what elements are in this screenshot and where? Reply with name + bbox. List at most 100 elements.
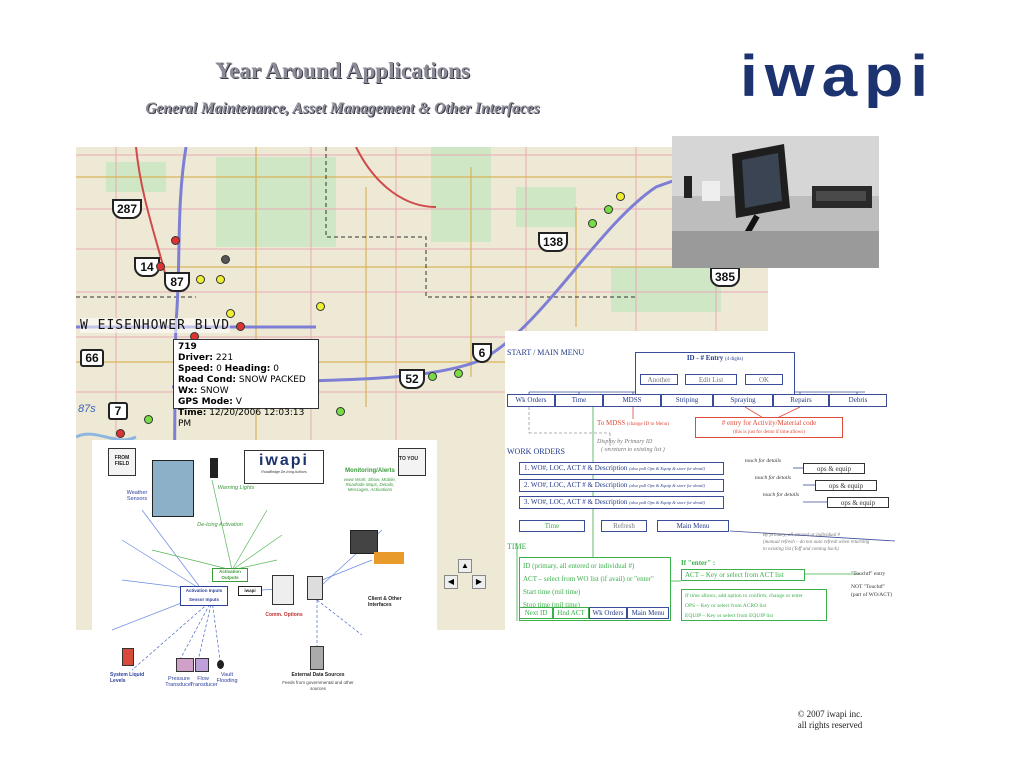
work-orders-heading: WORK ORDERS <box>507 447 566 456</box>
vehicle-marker[interactable] <box>221 255 230 264</box>
tab-wk-orders[interactable]: Wk Orders <box>589 607 627 619</box>
vehicle-marker[interactable] <box>196 275 205 284</box>
activity-code-label: # entry for Activity/Material code <box>721 419 817 427</box>
menu-mdss[interactable]: MDSS <box>603 394 661 407</box>
route-shield-87: 87 <box>164 272 190 292</box>
vehicle-marker[interactable] <box>588 219 597 228</box>
ops-equip-entry-box: If time allows, add option to confirm, c… <box>681 589 827 621</box>
ops-equip-box-1[interactable]: ops & equip <box>803 463 865 474</box>
time-heading: TIME <box>507 542 527 551</box>
copyright-line-1: © 2007 iwapi inc. <box>797 709 863 719</box>
work-order-row-1[interactable]: 1. WO#, LOC, ACT # & Description (also p… <box>519 462 724 475</box>
company-logo: iwapi <box>740 42 936 110</box>
workstation-icon <box>350 530 378 554</box>
copyright-line-2: all rights reserved <box>797 720 863 730</box>
part-of-wo-note: (part of WO/ACT) <box>851 592 893 598</box>
work-order-row-1-label: 1. WO#, LOC, ACT # & Description <box>524 464 628 472</box>
not-touchtf-note: NOT "Touchtf" <box>851 584 886 590</box>
vehicle-marker[interactable] <box>428 372 437 381</box>
weather-sensors-label: Weather Sensors <box>126 490 148 502</box>
vehicle-marker[interactable] <box>454 369 463 378</box>
warning-lights-label: Warning Lights <box>217 485 255 491</box>
vehicle-marker[interactable] <box>171 236 180 245</box>
time-label: Time: <box>178 408 207 418</box>
vehicle-marker[interactable] <box>116 429 125 438</box>
ok-button[interactable]: OK <box>745 374 783 385</box>
menu-repairs[interactable]: Repairs <box>773 394 829 407</box>
workflow-diagram: START / MAIN MENU ID - # Entry (4 digits… <box>505 331 915 649</box>
road-label: W EISENHOWER BLVD <box>80 318 231 333</box>
to-mdss-text: To MDSS (change ID to Menu) <box>597 419 669 427</box>
comm-tower-icon <box>272 575 294 605</box>
menu-debris[interactable]: Debris <box>829 394 887 407</box>
to-you-label: TO YOU <box>399 456 418 462</box>
driver-value: 221 <box>215 353 234 363</box>
display-note-2: ( or return to existing list ) <box>601 447 665 453</box>
pan-right-button[interactable]: ▶ <box>472 575 486 589</box>
vehicle-marker[interactable] <box>336 407 345 416</box>
edit-list-button[interactable]: Edit List <box>685 374 737 385</box>
page-title: Year Around Applications <box>215 58 470 83</box>
vehicle-marker[interactable] <box>144 415 153 424</box>
work-order-row-2[interactable]: 2. WO#, LOC, ACT # & Description (also p… <box>519 479 724 492</box>
heading-label: Heading: <box>224 364 271 374</box>
vehicle-marker[interactable] <box>316 302 325 311</box>
iwapi-unit-box: iwapi <box>238 586 262 596</box>
nav-main-menu-button[interactable]: Main Menu <box>657 520 729 532</box>
to-mdss-note: (change ID to Menu) <box>626 422 669 427</box>
menu-spraying[interactable]: Spraying <box>713 394 773 407</box>
route-shield-6: 6 <box>472 343 492 363</box>
traffic-light-icon <box>210 458 218 478</box>
map-edge-text: 87s <box>78 403 96 415</box>
heading-value: 0 <box>273 364 279 374</box>
pan-left-button[interactable]: ◀ <box>444 575 458 589</box>
ops-key-note: OPS – Key or select from ACRO list <box>685 603 767 609</box>
ops-equip-box-3[interactable]: ops & equip <box>827 497 889 508</box>
nav-refresh-button[interactable]: Refresh <box>601 520 647 532</box>
id-digits-note: (4 digits) <box>724 357 744 362</box>
nav-time-button[interactable]: Time <box>519 520 585 532</box>
network-connectors <box>111 479 383 671</box>
vehicle-marker[interactable] <box>236 322 245 331</box>
tab-next-id[interactable]: Next ID <box>519 607 553 619</box>
vehicle-marker[interactable] <box>616 192 625 201</box>
de-icing-label: De-Icing Activation <box>197 522 243 528</box>
to-mdss-label: To MDSS <box>597 419 626 427</box>
tab-hnd-act[interactable]: Hnd ACT <box>553 607 589 619</box>
work-order-row-3-note: (also pull Ops & Equip & store for detai… <box>629 500 705 505</box>
vehicle-marker[interactable] <box>226 309 235 318</box>
pressure-transducer-label: Pressure Transducer <box>165 676 193 688</box>
device-photo-graphic <box>672 136 879 268</box>
activation-inputs-box: Activation Inputs Sensor Inputs <box>180 586 228 606</box>
vehicle-marker[interactable] <box>156 262 165 271</box>
copyright-notice: © 2007 iwapi inc. all rights reserved <box>780 709 880 731</box>
work-order-row-1-note: (also pull Ops & Equip & store for detai… <box>629 466 705 471</box>
route-shield-52: 52 <box>399 369 425 389</box>
monitoring-alerts-label: Monitoring/Alerts <box>345 468 395 474</box>
route-shield-138: 138 <box>538 232 568 252</box>
equip-key-note: EQUIP – Key or select from EQUIP list <box>685 613 774 619</box>
driver-label: Driver: <box>178 353 214 363</box>
network-logo-tagline: RoadBridge De-Icing Authors <box>261 470 307 474</box>
menu-wk-orders[interactable]: Wk Orders <box>507 394 555 407</box>
ops-equip-box-2[interactable]: ops & equip <box>815 480 877 491</box>
time-allows-note: If time allows, add option to confirm, c… <box>685 593 803 599</box>
touch-details-3: touch for details <box>763 492 800 498</box>
touch-details-1: touch for details <box>745 458 782 464</box>
activity-code-box: # entry for Activity/Material code (this… <box>695 417 843 438</box>
act-key-box[interactable]: ACT – Key or select from ACT list <box>681 569 805 581</box>
pan-up-button[interactable]: ▲ <box>458 559 472 573</box>
start-menu-label: START / MAIN MENU <box>507 348 585 357</box>
menu-time[interactable]: Time <box>555 394 603 407</box>
tab-main-menu[interactable]: Main Menu <box>627 607 669 619</box>
work-order-row-3[interactable]: 3. WO#, LOC, ACT # & Description (also p… <box>519 496 724 509</box>
route-shield-66: 66 <box>80 349 104 367</box>
vehicle-marker[interactable] <box>216 275 225 284</box>
sensor-inputs-label: Sensor Inputs <box>188 597 219 602</box>
another-button[interactable]: Another <box>640 374 678 385</box>
wx-label: Wx: <box>178 386 198 396</box>
menu-striping[interactable]: Striping <box>661 394 713 407</box>
vehicle-marker[interactable] <box>604 205 613 214</box>
server-icon <box>307 576 323 600</box>
wx-value: SNOW <box>200 386 229 396</box>
